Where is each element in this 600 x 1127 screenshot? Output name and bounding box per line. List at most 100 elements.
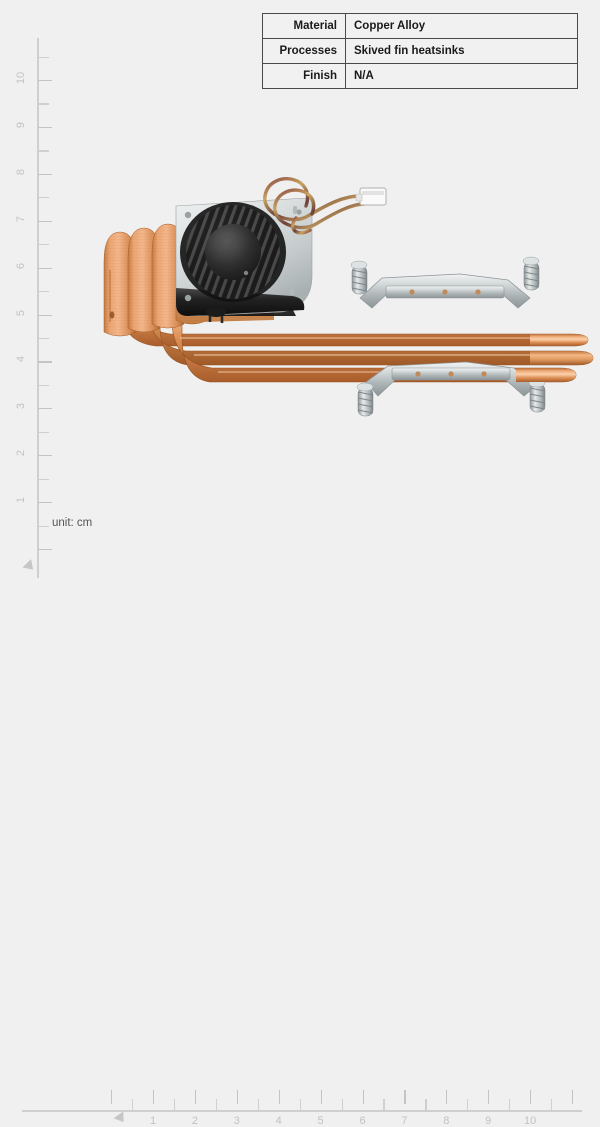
horizontal-tick-major	[320, 1090, 322, 1104]
horizontal-tick-minor	[299, 1099, 301, 1110]
table-row: Finish N/A	[262, 63, 578, 89]
horizontal-tick-major	[236, 1090, 238, 1104]
heat-pipe-tips	[516, 334, 593, 382]
vertical-tick-minor	[38, 291, 49, 293]
blower-fan	[175, 197, 313, 323]
spring-screw	[356, 382, 374, 417]
spring-screw	[350, 260, 368, 295]
bracket-rivet	[448, 371, 454, 377]
spec-value-processes: Skived fin heatsinks	[345, 38, 578, 64]
horizontal-ruler-label: 1	[149, 1115, 157, 1127]
vertical-axis-line	[37, 38, 39, 578]
horizontal-tick-minor	[341, 1099, 343, 1110]
horizontal-ruler-label: 9	[485, 1115, 492, 1127]
vertical-ruler-label: 1	[15, 497, 27, 504]
fan-wire-harness	[263, 177, 366, 235]
horizontal-tick-minor	[257, 1099, 259, 1110]
vertical-tick-major	[38, 173, 52, 175]
horizontal-ruler-label: 2	[191, 1115, 198, 1127]
vertical-tick-major	[38, 361, 52, 363]
horizontal-ruler-label: 4	[275, 1115, 282, 1127]
horizontal-origin-arrow-icon	[113, 1111, 129, 1126]
vertical-tick-major	[38, 126, 52, 129]
horizontal-axis-line	[22, 1110, 582, 1112]
bracket-rivet	[415, 371, 421, 377]
fan-power-connector	[355, 187, 387, 206]
vertical-tick-minor	[38, 56, 49, 58]
vertical-ruler-label: 3	[15, 403, 27, 410]
vertical-tick-major	[38, 549, 52, 551]
vertical-ruler-label: 5	[15, 309, 27, 316]
table-row: Processes Skived fin heatsinks	[262, 38, 578, 64]
spec-value-material: Copper Alloy	[345, 13, 578, 39]
spec-value-finish: N/A	[345, 63, 578, 89]
horizontal-tick-major	[194, 1090, 197, 1104]
vertical-ruler-label: 9	[15, 121, 27, 128]
horizontal-tick-minor	[132, 1099, 134, 1110]
horizontal-tick-minor	[467, 1099, 469, 1110]
vertical-tick-minor	[38, 431, 49, 433]
bracket-rivet	[481, 371, 487, 377]
vertical-ruler-label: 10	[15, 71, 27, 85]
horizontal-tick-major	[446, 1090, 448, 1104]
hub-screw	[243, 270, 249, 276]
vertical-tick-minor	[38, 338, 49, 340]
vertical-tick-major	[38, 80, 52, 82]
vertical-ruler-label: 8	[15, 168, 27, 175]
vertical-tick-minor	[38, 197, 49, 199]
vertical-ruler-label: 6	[15, 262, 27, 269]
spring-screw	[528, 378, 546, 413]
horizontal-tick-minor	[173, 1099, 176, 1110]
horizontal-tick-major	[488, 1090, 490, 1104]
table-row: Material Copper Alloy	[262, 13, 578, 39]
horizontal-ruler-label: 5	[317, 1115, 324, 1127]
bracket-rivet	[475, 289, 481, 295]
vertical-tick-major	[38, 408, 52, 410]
screw-hole	[289, 289, 295, 295]
vertical-tick-major	[38, 314, 52, 316]
vertical-tick-minor	[38, 103, 49, 105]
horizontal-ruler-label: 3	[233, 1115, 240, 1127]
bracket	[359, 273, 531, 309]
horizontal-tick-major	[530, 1090, 532, 1104]
vertical-ruler-label: 2	[15, 450, 27, 457]
spec-key-processes: Processes	[262, 38, 346, 64]
horizontal-tick-minor	[383, 1099, 385, 1110]
horizontal-tick-minor	[215, 1099, 217, 1110]
horizontal-tick-major	[572, 1090, 574, 1104]
screw-hole	[184, 211, 192, 219]
vertical-tick-minor	[38, 384, 49, 387]
horizontal-tick-minor	[509, 1099, 511, 1110]
mounting-bracket-lower	[356, 361, 546, 417]
screw-hole	[184, 294, 192, 302]
fin-hole	[109, 311, 115, 319]
bracket-rivet	[442, 289, 448, 295]
horizontal-ruler-label: 7	[401, 1115, 408, 1127]
vertical-tick-major	[38, 220, 52, 222]
spring-screw	[522, 256, 540, 291]
horizontal-ruler-label: 8	[443, 1115, 450, 1127]
vertical-tick-major	[38, 502, 52, 504]
mounting-bracket-upper	[350, 256, 540, 309]
vertical-tick-major	[38, 455, 52, 457]
horizontal-tick-major	[404, 1090, 406, 1104]
unit-label: unit: cm	[52, 517, 93, 529]
vertical-tick-minor	[38, 244, 49, 246]
vertical-ruler-label: 7	[15, 215, 27, 222]
vertical-tick-minor	[38, 525, 49, 527]
horizontal-tick-major	[362, 1090, 364, 1104]
horizontal-tick-major	[153, 1090, 155, 1104]
vertical-ruler-label: 4	[15, 356, 27, 363]
horizontal-tick-minor	[551, 1099, 553, 1110]
product-image	[103, 177, 594, 417]
vertical-tick-major	[38, 267, 52, 269]
vertical-ruler: 1 2 3 4 5 6 7 8 9 10	[0, 0, 56, 600]
screw-hole	[296, 209, 302, 215]
vertical-tick-minor	[38, 478, 49, 480]
spec-key-finish: Finish	[262, 63, 346, 89]
spec-table: Material Copper Alloy Processes Skived f…	[262, 13, 578, 89]
fan-hub	[205, 224, 261, 280]
horizontal-tick-major	[111, 1090, 113, 1104]
